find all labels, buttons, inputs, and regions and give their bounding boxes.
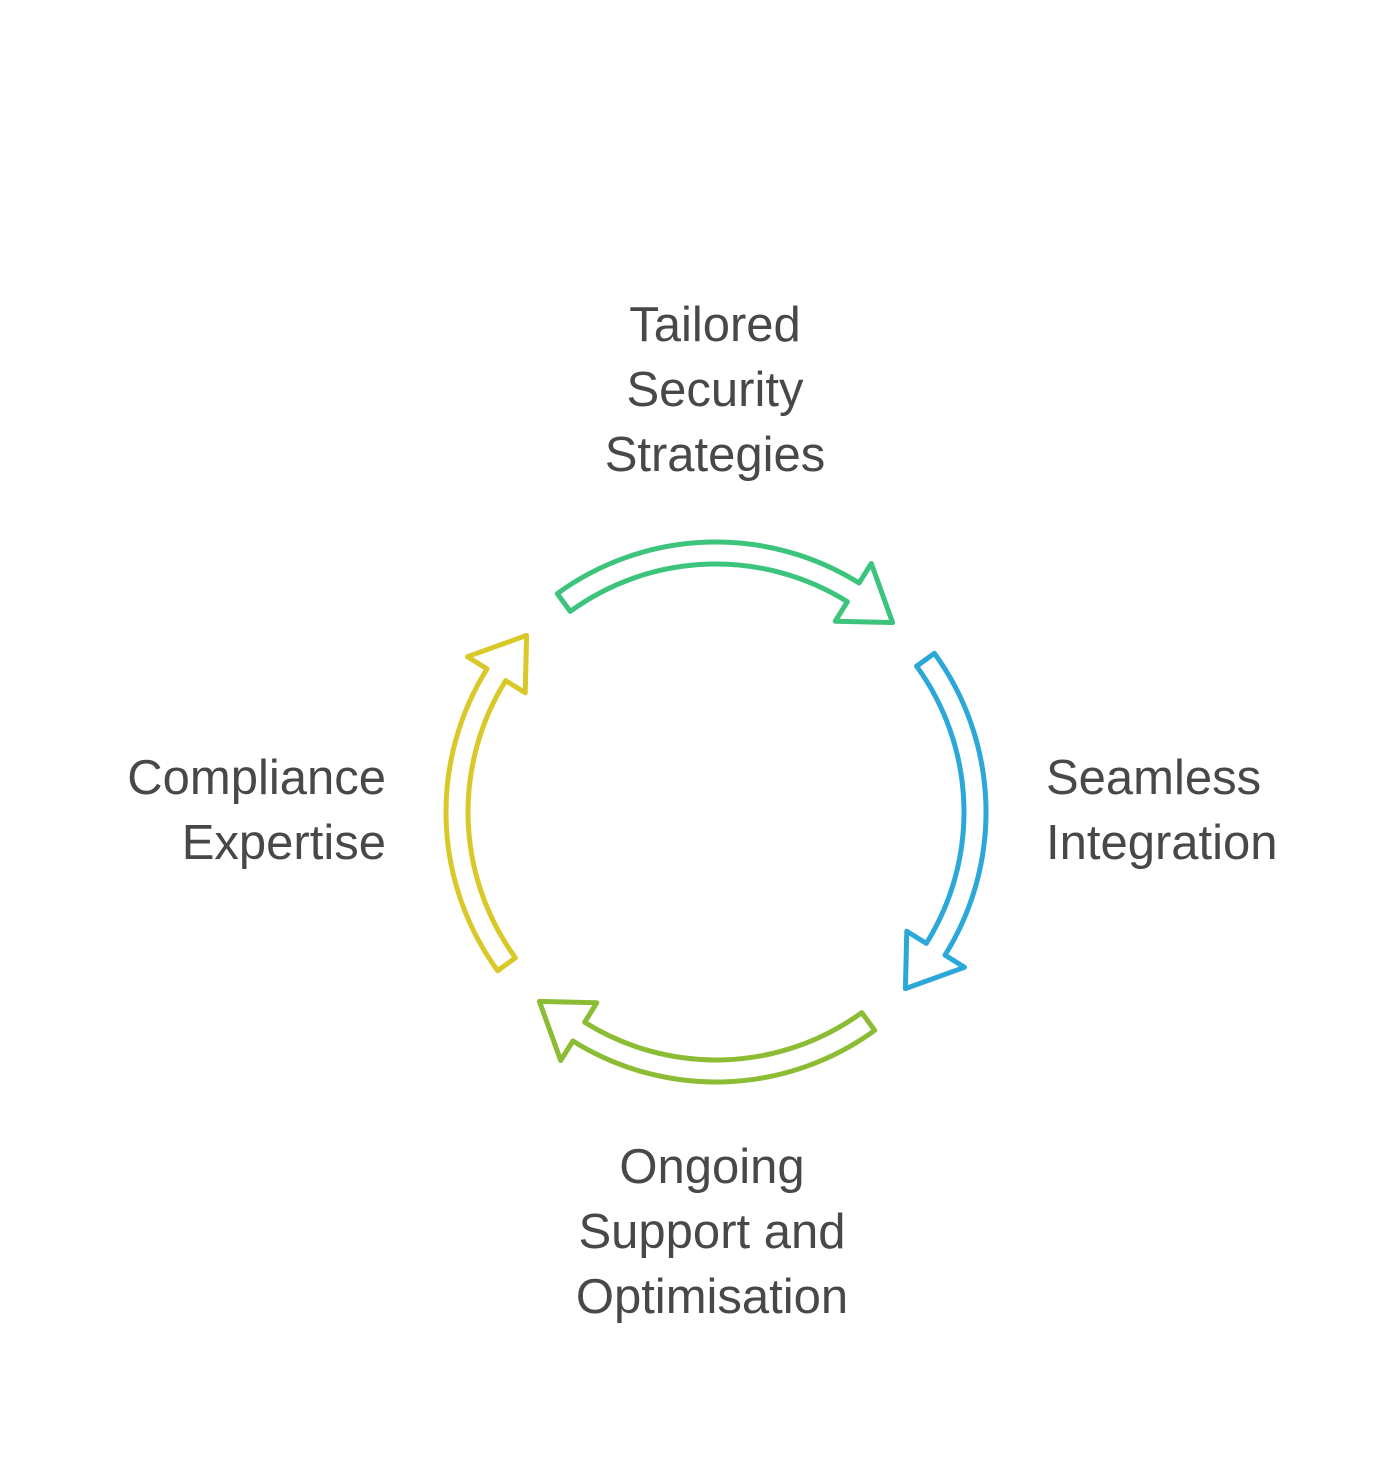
label-line: Expertise: [181, 816, 386, 870]
label-tailored-security-strategies: Tailored Security Strategies: [515, 293, 915, 488]
label-line: Seamless: [1046, 751, 1262, 805]
label-seamless-integration: Seamless Integration: [1046, 746, 1376, 876]
label-line: Ongoing: [619, 1140, 805, 1194]
label-line: Integration: [1046, 816, 1278, 870]
label-ongoing-support-optimisation: Ongoing Support and Optimisation: [512, 1135, 912, 1330]
label-line: Tailored: [629, 298, 801, 352]
arrow-top: [554, 539, 896, 626]
label-compliance-expertise: Compliance Expertise: [20, 746, 386, 876]
label-line: Security: [626, 363, 804, 417]
label-line: Support and: [578, 1205, 846, 1259]
arrow-bottom: [536, 998, 878, 1085]
label-line: Optimisation: [575, 1270, 849, 1324]
arrow-right: [902, 650, 989, 992]
label-line: Compliance: [127, 751, 386, 805]
arrow-left: [443, 632, 530, 974]
label-line: Strategies: [604, 428, 826, 482]
